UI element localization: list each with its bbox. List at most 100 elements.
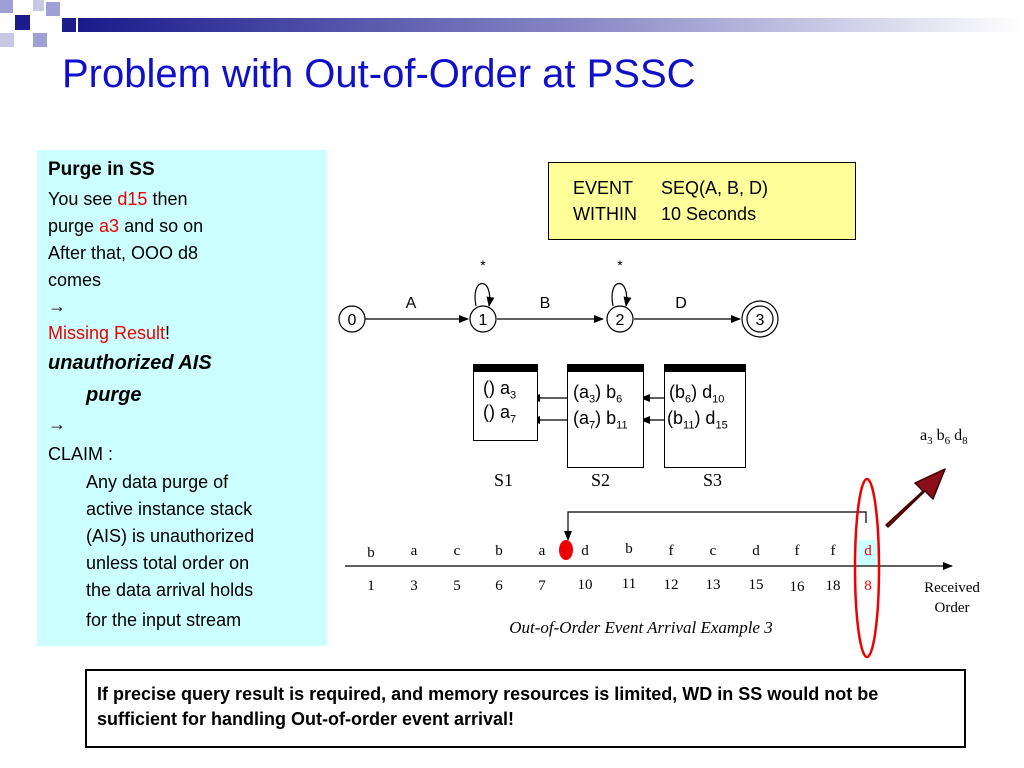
text: and so on xyxy=(119,216,204,236)
timeline-time-label: 13 xyxy=(706,577,721,593)
axis-label: Order xyxy=(935,600,970,616)
stack-entry: () a3 xyxy=(483,378,516,402)
panel-line: unauthorized AIS xyxy=(48,352,212,374)
axis-label: Received xyxy=(924,580,980,596)
query-result: a3 b6 d8 xyxy=(920,427,968,447)
text: ) d xyxy=(694,408,716,428)
subscript: 8 xyxy=(962,435,968,448)
claim-line: active instance stack xyxy=(86,499,253,519)
subscript: 15 xyxy=(715,419,728,432)
stack-label: S3 xyxy=(703,470,723,490)
missing-result-text: Missing Result xyxy=(48,323,166,343)
query-value: 10 Seconds xyxy=(661,204,757,224)
timeline-time-label: 8 xyxy=(864,578,872,594)
state-1 xyxy=(469,305,497,333)
text: () a xyxy=(483,402,510,422)
text: (b xyxy=(667,408,684,428)
text: ) b xyxy=(595,382,617,402)
subscript: 10 xyxy=(712,393,725,406)
timeline-time-label: 7 xyxy=(538,578,546,594)
timeline-time-label: 5 xyxy=(453,578,461,594)
timeline-time-label: 16 xyxy=(790,579,806,595)
text: purge xyxy=(48,216,100,236)
timeline-event-label: d xyxy=(581,543,589,559)
query-box: EVENT SEQ(A, B, D) WITHIN 10 Seconds xyxy=(548,162,856,240)
timeline-event-label: b xyxy=(367,545,375,561)
timeline-event-label: c xyxy=(710,543,717,559)
d10-marker xyxy=(559,540,573,560)
timeline-event-label: f xyxy=(795,543,800,559)
timeline-event-label: f xyxy=(669,543,674,559)
query-value: SEQ(A, B, D) xyxy=(661,178,769,198)
stack-s2: (a3) b6 (a7) b11 xyxy=(567,364,644,468)
timeline-event-label: f xyxy=(831,543,836,559)
conclusion-text: If precise query result is required, and… xyxy=(97,684,879,729)
timeline-time-label: 1 xyxy=(367,578,375,594)
ooo-connector-arrow xyxy=(564,511,867,541)
edge-label: B xyxy=(540,295,551,312)
text: b xyxy=(932,427,945,444)
text: ) b xyxy=(595,408,617,428)
panel-line: After that, OOO d8 xyxy=(48,243,199,263)
arrow-icon: → xyxy=(48,414,66,434)
panel-line: purge a3 and so on xyxy=(48,216,203,237)
stack-entry: (a7) b11 xyxy=(573,408,628,432)
text: (b xyxy=(669,382,686,402)
text: (a xyxy=(573,408,590,428)
arrow-icon: → xyxy=(48,296,66,316)
deco-square xyxy=(0,33,14,47)
timeline-event-label: d xyxy=(752,543,760,559)
timeline-event-label: a xyxy=(539,543,546,559)
timeline-event-label: c xyxy=(454,543,461,559)
loop-label: * xyxy=(617,257,623,273)
subscript: 7 xyxy=(510,413,517,426)
subscript: 6 xyxy=(616,393,623,406)
timeline-event-label: d xyxy=(864,543,872,559)
subscript: 6 xyxy=(685,393,692,406)
timeline-event-label: a xyxy=(411,543,418,559)
deco-square xyxy=(62,18,76,32)
conclusion-box: If precise query result is required, and… xyxy=(85,669,966,748)
query-keyword: EVENT xyxy=(573,178,634,198)
timeline-event-label: b xyxy=(495,543,503,559)
header-decoration xyxy=(0,0,1024,47)
deco-square xyxy=(46,2,60,16)
claim-line: unless total order on xyxy=(86,553,250,573)
stack-s1: () a3 () a7 xyxy=(473,364,538,441)
purge-explanation-panel: Purge in SS You see d15 then purge a3 an… xyxy=(37,150,327,646)
timeline-time-label: 3 xyxy=(410,578,418,594)
panel-line: purge xyxy=(86,384,142,406)
text: then xyxy=(147,189,188,209)
timeline-time-label: 10 xyxy=(578,577,593,593)
highlight-text: d15 xyxy=(117,189,148,209)
claim-line: the data arrival holds xyxy=(86,580,254,600)
panel-heading: Purge in SS xyxy=(48,159,155,180)
query-keyword: WITHIN xyxy=(573,204,637,224)
text: () a xyxy=(483,378,510,398)
timeline-time-label: 15 xyxy=(749,577,764,593)
subscript: 3 xyxy=(589,393,596,406)
subscript: 11 xyxy=(616,419,628,432)
header-gradient-bar xyxy=(78,18,1024,32)
state-label: 2 xyxy=(616,312,625,329)
stack-entry: (b6) d10 xyxy=(669,382,724,406)
claim-line: for the input stream xyxy=(86,610,242,630)
text: ! xyxy=(165,323,171,343)
subscript: 6 xyxy=(944,435,951,448)
stack-s3: (b6) d10 (b11) d15 xyxy=(664,364,746,468)
state-label: 3 xyxy=(756,312,765,329)
timeline-time-label: 18 xyxy=(826,578,841,594)
ooo-circle xyxy=(853,477,881,659)
stack-label: S1 xyxy=(494,470,514,490)
text: a xyxy=(920,427,928,444)
subscript: 3 xyxy=(510,389,517,402)
ooo-highlight xyxy=(857,540,879,565)
claim-line: (AIS) is unauthorized xyxy=(86,526,255,546)
subscript: 11 xyxy=(683,419,695,432)
slide-title: Problem with Out-of-Order at PSSC xyxy=(62,52,696,96)
loop-label: * xyxy=(480,257,486,273)
edge-label: D xyxy=(675,295,687,312)
